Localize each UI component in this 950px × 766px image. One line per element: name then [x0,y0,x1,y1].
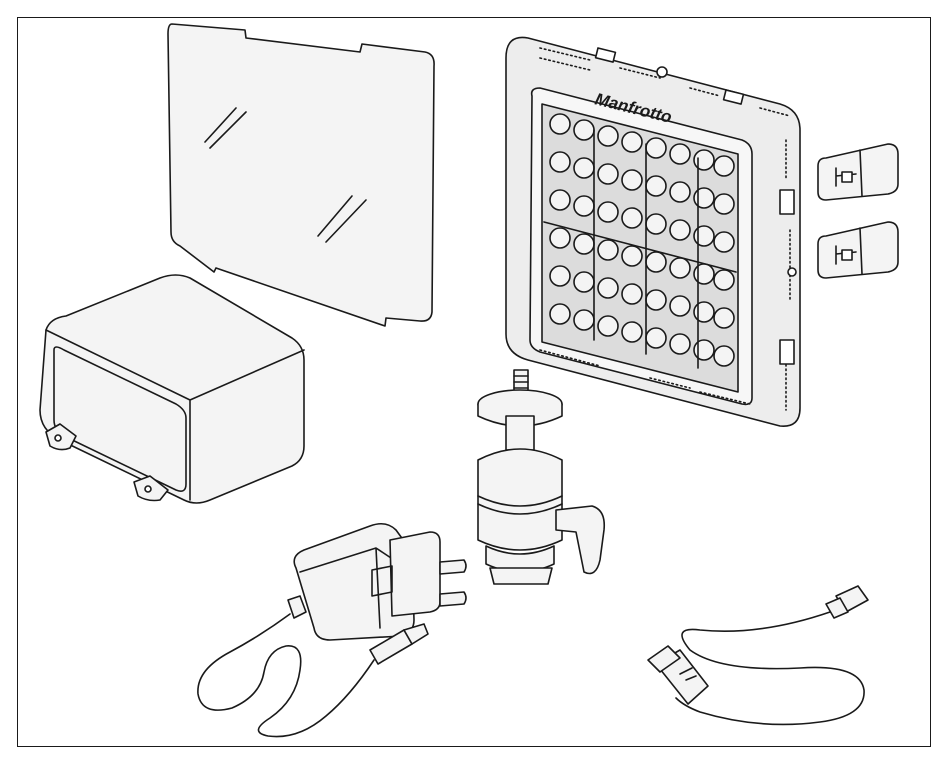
diffuser-filter-panel [168,24,434,326]
soft-pouch-case [40,275,304,503]
ac-power-adapter [198,524,466,737]
mounting-clips [818,144,898,278]
usb-cable [648,586,868,724]
mini-ball-head [478,370,604,584]
led-light-panel: Manfrotto [506,37,800,426]
